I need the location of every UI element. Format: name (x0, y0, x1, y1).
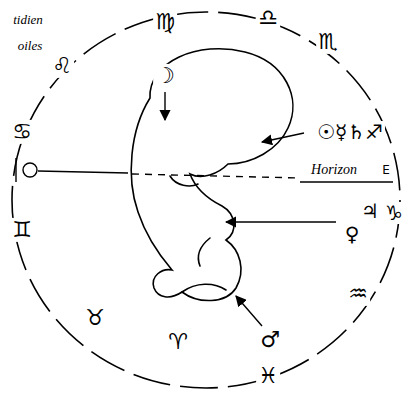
planet-symbol-group: ☉☿♄♐ (315, 121, 385, 143)
zodiac-sign: ♋ (10, 120, 34, 144)
influence-arrows (165, 92, 336, 326)
zodiac-sign: ♑ (383, 202, 405, 224)
zodiac-sign: ♌ (50, 54, 74, 78)
zodiac-circle (12, 12, 400, 388)
zodiac-sign: ♍ (153, 10, 177, 34)
zodiac-sign: ♏ (316, 30, 340, 54)
fetus-figure (131, 49, 293, 301)
zodiac-sign: ♓ (256, 364, 280, 388)
planet-symbol: ♂ (258, 328, 282, 352)
zodiac-sign: ♈ (166, 330, 190, 354)
zodiac-sign: ♊ (10, 218, 34, 242)
zodiac-sign: ♉ (83, 306, 107, 330)
zodiac-sign: ♎ (256, 6, 280, 30)
direction-letter: E (380, 164, 392, 177)
planet-symbol: ♀ (343, 223, 362, 245)
caption-fragment: oiles (16, 39, 45, 53)
planet-symbol: ☽ (153, 64, 177, 88)
planet-symbol: ♃ (359, 200, 381, 222)
zodiac-sign: ♒ (346, 282, 370, 306)
horizon-label: Horizon (309, 162, 359, 177)
caption-fragment: tidien (11, 13, 45, 27)
horizon-lines (16, 158, 393, 182)
